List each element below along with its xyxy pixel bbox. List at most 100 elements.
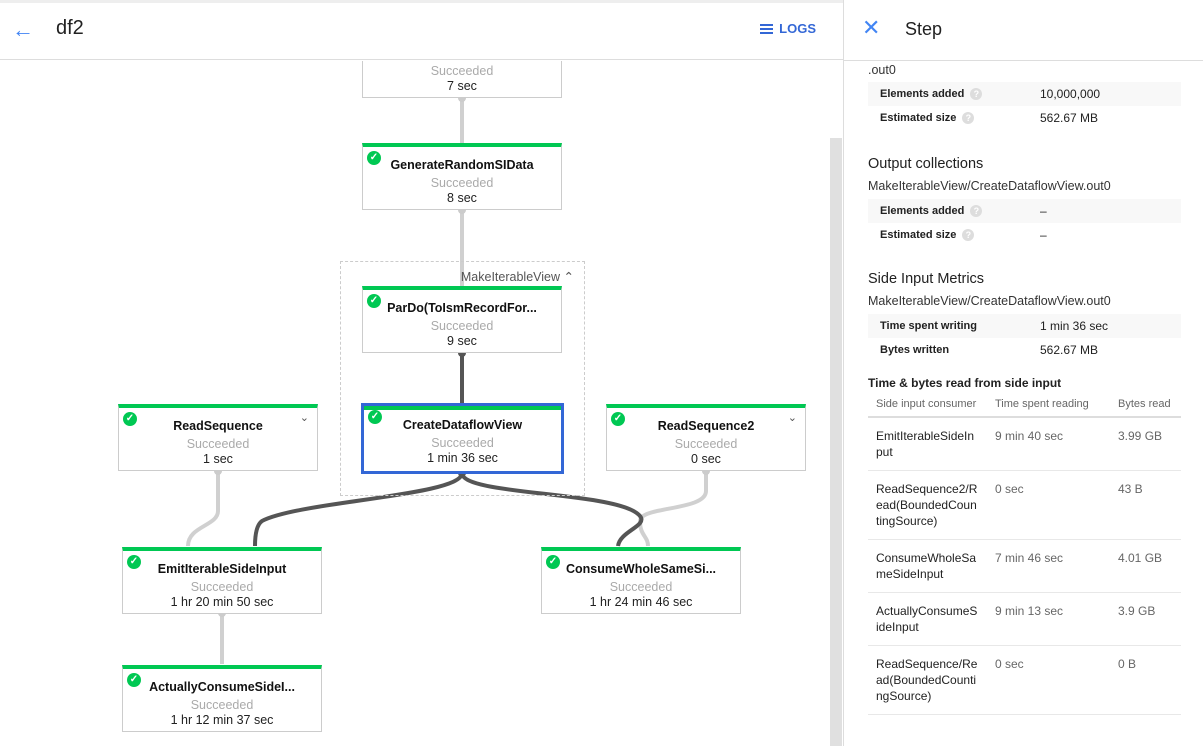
panel-title: Step	[905, 19, 943, 39]
edge	[253, 472, 464, 547]
time-cell: 0 sec	[987, 470, 1110, 540]
metric-value: –	[1040, 228, 1047, 242]
metric-value: –	[1040, 204, 1047, 218]
node-status: Succeeded	[190, 580, 254, 594]
node-name: ReadSequence2	[657, 419, 755, 433]
column-header: Time spent reading	[987, 396, 1110, 418]
back-arrow-icon[interactable]: ←	[12, 17, 34, 42]
close-icon[interactable]: ✕	[862, 15, 881, 40]
chevron-up-icon: ⌃	[563, 270, 574, 284]
check-circle-icon: ✓	[123, 412, 137, 426]
chevron-down-icon[interactable]: ⌄	[787, 412, 797, 424]
metric-value: 562.67 MB	[1040, 111, 1099, 125]
column-header: Bytes read	[1110, 396, 1181, 418]
job-title: df2	[56, 17, 84, 39]
node-status: Succeeded	[190, 698, 254, 712]
node-duration: 1 min 36 sec	[427, 451, 498, 465]
job-header: ← df2 LOGS	[0, 3, 843, 60]
metric-row: Time spent writing 1 min 36 sec	[868, 314, 1181, 338]
check-circle-icon: ✓	[611, 412, 625, 426]
metric-label: Estimated size	[880, 229, 957, 241]
node-duration: 1 sec	[203, 452, 233, 466]
node-status: Succeeded	[431, 436, 494, 450]
node-status: Succeeded	[430, 64, 494, 78]
group-makeiterableview[interactable]: MakeIterableView ⌃	[340, 261, 585, 496]
check-circle-icon: ✓	[367, 151, 381, 165]
metric-value: 1 min 36 sec	[1040, 319, 1109, 333]
check-circle-icon: ✓	[367, 294, 381, 308]
logs-label: LOGS	[779, 21, 816, 36]
time-cell: 9 min 13 sec	[987, 592, 1110, 646]
edge	[637, 471, 708, 547]
help-icon[interactable]: ?	[970, 205, 983, 217]
help-icon[interactable]: ?	[970, 88, 983, 100]
help-icon[interactable]: ?	[962, 229, 975, 241]
metric-value: 562.67 MB	[1040, 343, 1099, 357]
step-panel-header: ✕ Step	[844, 3, 1203, 61]
node-name: ParDo(ToIsmRecordFor...	[387, 301, 537, 315]
node-status: Succeeded	[430, 319, 494, 333]
group-collapse-toggle[interactable]: MakeIterableView ⌃	[461, 269, 574, 284]
bytes-cell: 3.9 GB	[1110, 592, 1181, 646]
node-name: CreateDataflowView	[402, 418, 523, 432]
graph-scrollbar[interactable]	[830, 138, 842, 746]
output-collections-heading: Output collections	[868, 156, 984, 172]
check-circle-icon: ✓	[127, 673, 141, 687]
node-name: GenerateRandomSIData	[390, 158, 534, 172]
consumer-cell: ReadSequence2/Read(BoundedCountingSource…	[868, 470, 987, 540]
edge	[186, 471, 220, 547]
node-status: Succeeded	[186, 437, 250, 451]
side-input-name: MakeIterableView/CreateDataflowView.out0	[868, 294, 1111, 308]
side-input-metrics-heading: Side Input Metrics	[868, 271, 985, 287]
node-name: EmitIterableSideInput	[157, 562, 287, 576]
check-circle-icon: ✓	[546, 555, 560, 569]
bytes-cell: 43 B	[1110, 470, 1181, 540]
time-cell: 7 min 46 sec	[987, 539, 1110, 593]
consumer-cell: EmitIterableSideInput	[868, 417, 987, 471]
output-collection-name: MakeIterableView/CreateDataflowView.out0	[868, 179, 1111, 193]
top-border	[0, 0, 1203, 3]
column-header: Side input consumer	[868, 396, 987, 418]
chevron-down-icon[interactable]: ⌄	[299, 412, 309, 424]
node-status: Succeeded	[609, 580, 673, 594]
help-icon[interactable]: ?	[962, 112, 975, 124]
node-duration: 1 hr 20 min 50 sec	[170, 595, 274, 609]
check-circle-icon: ✓	[127, 555, 141, 569]
consumer-cell: ActuallyConsumeSideInput	[868, 592, 987, 646]
time-cell: 9 min 40 sec	[987, 417, 1110, 471]
consumer-cell: ReadSequence/Read(BoundedCountingSource)	[868, 645, 987, 715]
check-circle-icon: ✓	[368, 410, 382, 424]
table-row: ReadSequence/Read(BoundedCountingSource)…	[868, 645, 1181, 715]
metric-label: Elements added	[880, 88, 965, 100]
node-duration: 7 sec	[447, 79, 477, 93]
step-panel-body[interactable]: .out0 Elements added?10,000,000 Estimate…	[868, 61, 1181, 746]
metric-row: Estimated size? –	[868, 223, 1181, 247]
step-panel: ✕ Step .out0 Elements added?10,000,000 E…	[843, 0, 1203, 746]
group-label: MakeIterableView	[460, 270, 561, 284]
logs-button[interactable]: LOGS	[760, 21, 816, 36]
node-name: ReadSequence	[173, 419, 263, 433]
consumer-cell: ConsumeWholeSameSideInput	[868, 539, 987, 593]
node-duration: 9 sec	[447, 334, 477, 348]
node-name: ActuallyConsumeSideI...	[149, 680, 295, 694]
metric-label: Time spent writing	[880, 320, 977, 332]
table-row: ReadSequence2/Read(BoundedCountingSource…	[868, 470, 1181, 540]
input-collection-name: .out0	[868, 63, 896, 77]
list-icon	[760, 23, 774, 34]
side-input-read-table: Side input consumer Time spent reading B…	[868, 396, 1181, 715]
node-status: Succeeded	[674, 437, 738, 451]
node-name: ConsumeWholeSameSi...	[565, 562, 717, 576]
